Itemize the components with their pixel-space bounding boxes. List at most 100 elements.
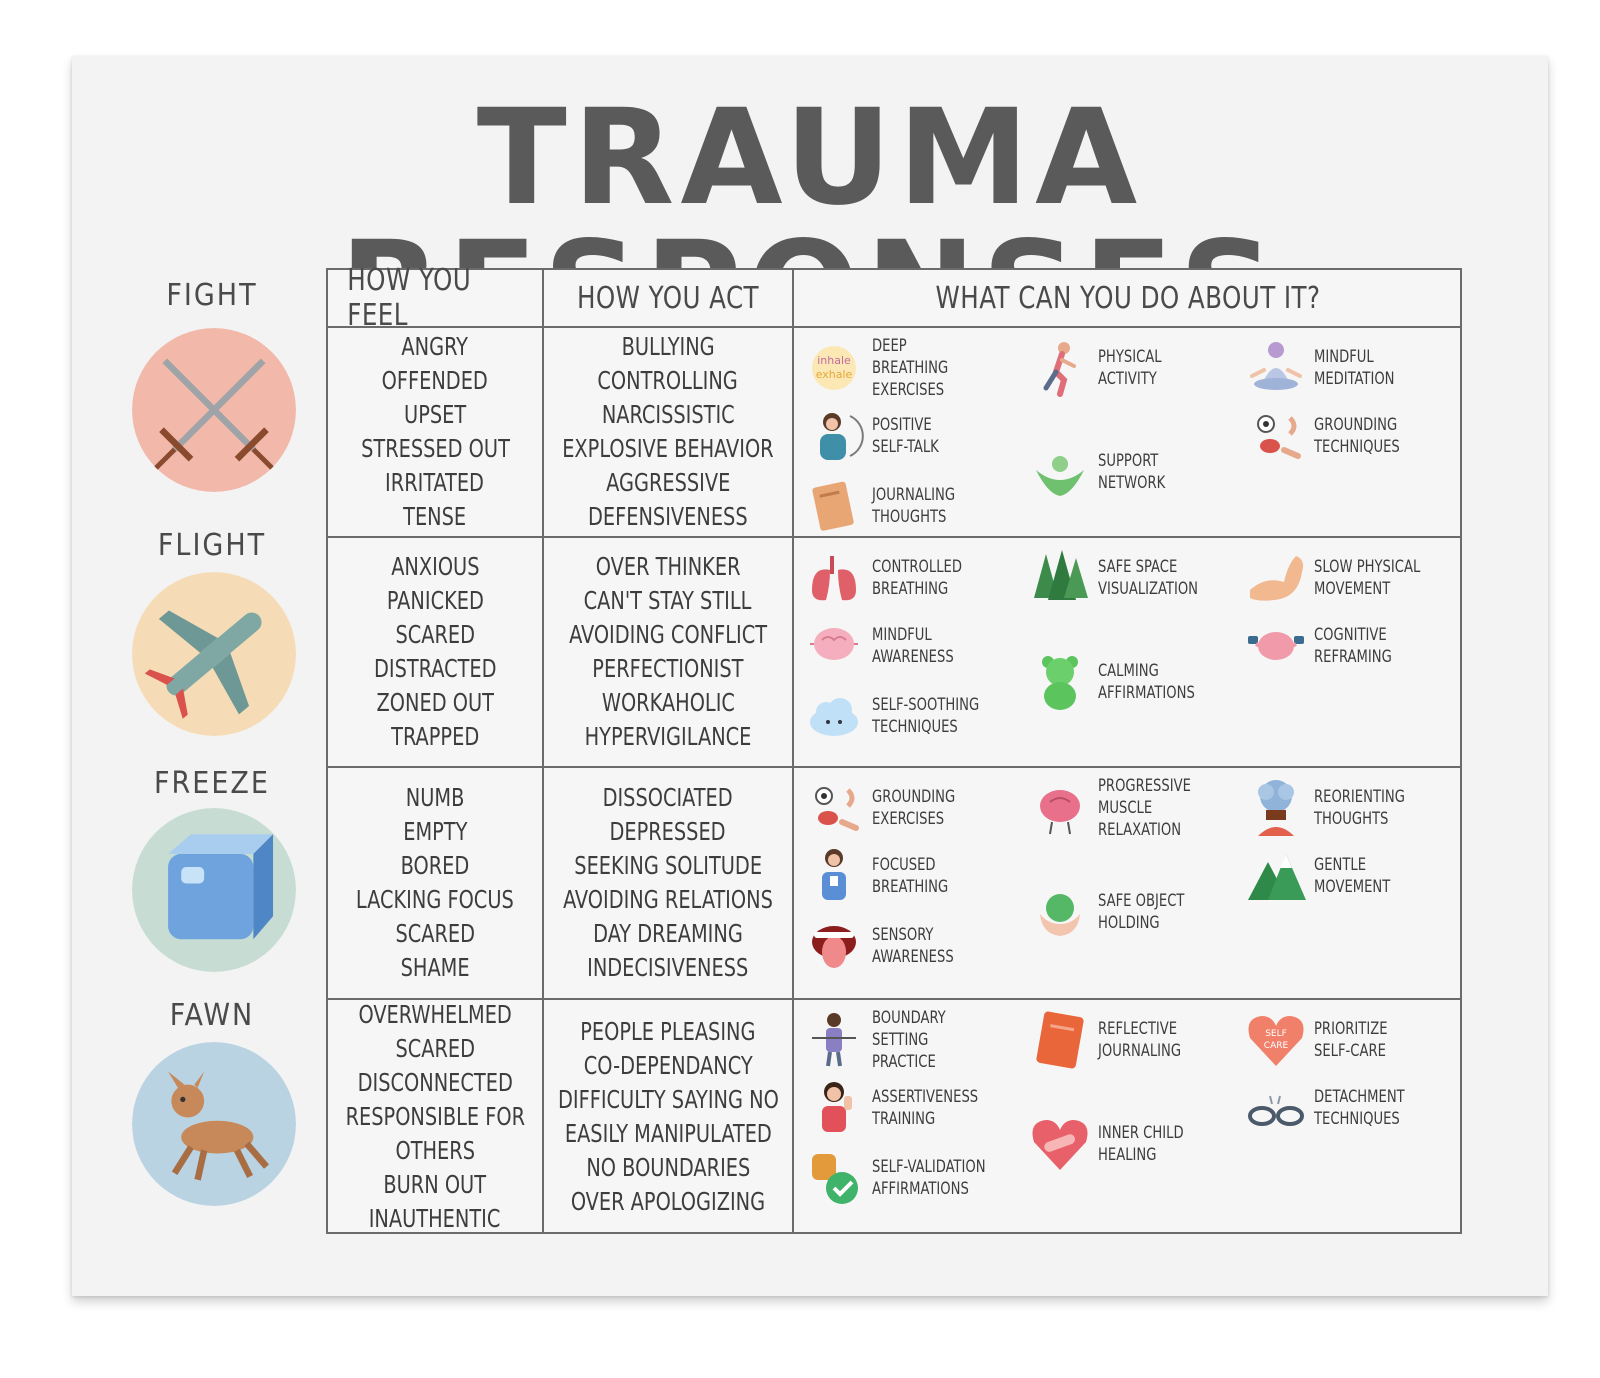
strategy-label: SENSORY AWARENESS bbox=[872, 925, 954, 967]
feel-item: TENSE bbox=[403, 502, 467, 531]
support-hands-icon bbox=[1028, 440, 1092, 504]
meditation-icon bbox=[1244, 336, 1308, 400]
notebook-icon bbox=[1028, 1008, 1092, 1072]
act-item: DEPRESSED bbox=[609, 817, 727, 846]
strategy-label: PHYSICAL ACTIVITY bbox=[1098, 347, 1162, 389]
strategy-label: POSITIVE SELF-TALK bbox=[872, 415, 939, 457]
tongue-icon bbox=[802, 914, 866, 978]
woman-stop-icon bbox=[802, 1076, 866, 1140]
strategy-fawn-1: REFLECTIVE JOURNALING bbox=[1028, 1008, 1242, 1072]
strategy-label: JOURNALING THOUGHTS bbox=[872, 485, 956, 527]
green-bear-icon bbox=[1028, 650, 1092, 714]
strategy-fight-4: SUPPORT NETWORK bbox=[1028, 440, 1242, 504]
cloud-icon bbox=[802, 684, 866, 748]
act-item: BULLYING bbox=[621, 332, 715, 361]
header-how-you-act: HOW YOU ACT bbox=[577, 280, 759, 316]
header-what-can-you-do: WHAT CAN YOU DO ABOUT IT? bbox=[935, 280, 1321, 316]
feel-item: IRRITATED bbox=[385, 468, 485, 497]
feel-item: NUMB bbox=[405, 783, 465, 812]
person-breathing-icon bbox=[802, 844, 866, 908]
strategy-label: SAFE SPACE VISUALIZATION bbox=[1098, 557, 1199, 599]
strategy-fight-6: JOURNALING THOUGHTS bbox=[802, 474, 1016, 538]
strategy-label: INNER CHILD HEALING bbox=[1098, 1123, 1184, 1165]
strategy-flight-0: CONTROLLED BREATHING bbox=[802, 546, 1016, 610]
feel-item: EMPTY bbox=[402, 817, 468, 846]
strategy-freeze-4: SAFE OBJECT HOLDING bbox=[1028, 880, 1242, 944]
feel-item: OVERWHELMED bbox=[358, 1000, 512, 1029]
act-item: AGGRESSIVE bbox=[605, 468, 731, 497]
strategy-freeze-5: GENTLE MOVEMENT bbox=[1244, 844, 1458, 908]
act-item: OVER THINKER bbox=[595, 552, 741, 581]
strategy-flight-2: SLOW PHYSICAL MOVEMENT bbox=[1244, 546, 1458, 610]
senses-icon bbox=[802, 776, 866, 840]
feel-item: ANGRY bbox=[401, 332, 469, 361]
strategy-flight-4: CALMING AFFIRMATIONS bbox=[1028, 650, 1242, 714]
strategy-label: CONTROLLED BREATHING bbox=[872, 557, 962, 599]
feel-item: OTHERS bbox=[395, 1136, 475, 1165]
feel-item: DISTRACTED bbox=[373, 654, 497, 683]
response-label-freeze: FREEZE bbox=[154, 766, 270, 801]
strategy-label: SELF-VALIDATION AFFIRMATIONS bbox=[872, 1157, 986, 1199]
response-label-fight: FIGHT bbox=[166, 278, 258, 313]
svg-text:exhale: exhale bbox=[816, 368, 853, 381]
act-item: DEFENSIVENESS bbox=[588, 502, 748, 531]
lungs-icon bbox=[802, 546, 866, 610]
broken-chain-icon bbox=[1244, 1076, 1308, 1140]
strategy-label: PRIORITIZE SELF-CARE bbox=[1314, 1019, 1388, 1061]
strategy-fawn-5: DETACHMENT TECHNIQUES bbox=[1244, 1076, 1458, 1140]
strategy-label: FOCUSED BREATHING bbox=[872, 855, 949, 897]
feel-item: DISCONNECTED bbox=[357, 1068, 513, 1097]
bandaged-heart-icon bbox=[1028, 1112, 1092, 1176]
feel-item: ZONED OUT bbox=[376, 688, 494, 717]
strategy-label: SELF-SOOTHING TECHNIQUES bbox=[872, 695, 980, 737]
strategy-label: COGNITIVE REFRAMING bbox=[1314, 625, 1392, 667]
act-item: HYPERVIGILANCE bbox=[584, 722, 752, 751]
boundary-person-icon bbox=[802, 1008, 866, 1072]
strategy-fight-5: GROUNDING TECHNIQUES bbox=[1244, 404, 1458, 468]
strategy-label: REFLECTIVE JOURNALING bbox=[1098, 1019, 1182, 1061]
strategy-label: DEEP BREATHING EXERCISES bbox=[872, 336, 949, 400]
feel-item: SCARED bbox=[395, 919, 475, 948]
feel-item: OFFENDED bbox=[381, 366, 489, 395]
act-item: SEEKING SOLITUDE bbox=[574, 851, 762, 880]
forest-icon bbox=[1028, 546, 1092, 610]
act-item: NO BOUNDARIES bbox=[586, 1153, 750, 1182]
strategy-freeze-6: SENSORY AWARENESS bbox=[802, 914, 1016, 978]
airplane-icon bbox=[132, 572, 296, 736]
strategy-label: SAFE OBJECT HOLDING bbox=[1098, 891, 1185, 933]
act-item: CO-DEPENDANCY bbox=[583, 1051, 753, 1080]
strategy-label: MINDFUL AWARENESS bbox=[872, 625, 954, 667]
strategy-label: CALMING AFFIRMATIONS bbox=[1098, 661, 1195, 703]
act-item: INDECISIVENESS bbox=[587, 953, 749, 982]
relax-brain-icon bbox=[1028, 776, 1092, 840]
strategy-fawn-6: SELF-VALIDATION AFFIRMATIONS bbox=[802, 1146, 1016, 1210]
strategy-freeze-3: FOCUSED BREATHING bbox=[802, 844, 1016, 908]
svg-text:SELF: SELF bbox=[1265, 1029, 1287, 1039]
response-label-fawn: FAWN bbox=[169, 998, 255, 1033]
strategy-label: BOUNDARY SETTING PRACTICE bbox=[872, 1008, 946, 1072]
strategy-freeze-2: REORIENTING THOUGHTS bbox=[1244, 776, 1458, 840]
strategy-flight-5: COGNITIVE REFRAMING bbox=[1244, 614, 1458, 678]
header-how-you-feel: HOW YOU FEEL bbox=[347, 263, 472, 333]
feel-item: INAUTHENTIC bbox=[369, 1204, 501, 1233]
feel-item: TRAPPED bbox=[390, 722, 480, 751]
act-item: EASILY MANIPULATED bbox=[564, 1119, 772, 1148]
head-clouds-icon bbox=[1244, 776, 1308, 840]
brain-icon bbox=[802, 614, 866, 678]
feel-item: RESPONSIBLE FOR bbox=[345, 1102, 525, 1131]
strategy-label: SLOW PHYSICAL MOVEMENT bbox=[1314, 557, 1421, 599]
act-item: DAY DREAMING bbox=[593, 919, 743, 948]
strategy-label: GROUNDING EXERCISES bbox=[872, 787, 956, 829]
feel-item: LACKING FOCUS bbox=[356, 885, 514, 914]
arm-muscle-icon bbox=[1244, 546, 1308, 610]
hand-ball-icon bbox=[1028, 880, 1092, 944]
